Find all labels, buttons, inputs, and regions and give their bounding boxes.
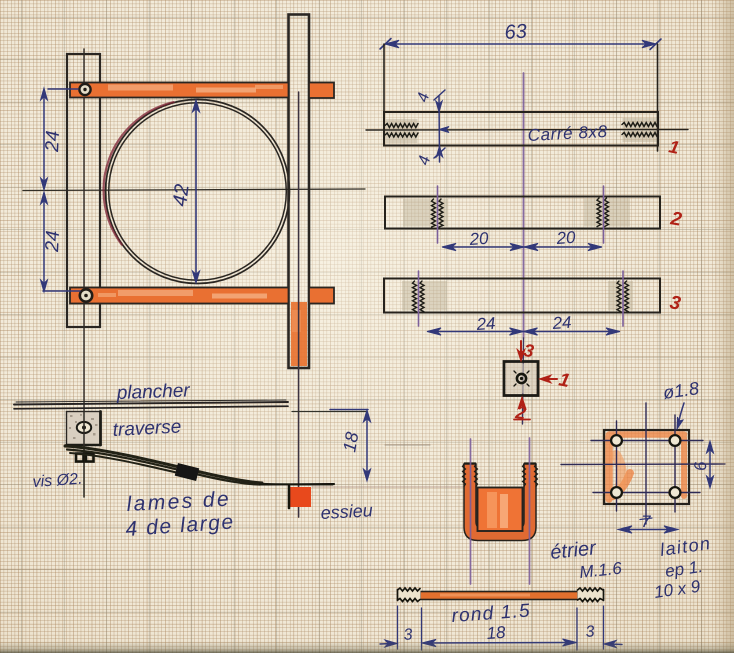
svg-text:7: 7 (641, 512, 651, 531)
svg-text:4: 4 (414, 91, 433, 104)
svg-text:essieu: essieu (320, 500, 373, 523)
svg-text:3: 3 (585, 623, 595, 641)
svg-text:24: 24 (42, 230, 64, 253)
svg-text:20: 20 (555, 228, 577, 248)
svg-text:3: 3 (668, 292, 682, 315)
svg-text:Carré 8x8: Carré 8x8 (527, 122, 608, 145)
svg-text:42: 42 (169, 183, 194, 208)
svg-text:ø1.8: ø1.8 (662, 378, 700, 403)
svg-text:étrier: étrier (549, 537, 598, 564)
svg-text:63: 63 (504, 20, 528, 43)
svg-text:3: 3 (403, 626, 413, 644)
svg-text:M.1.6: M.1.6 (578, 559, 623, 582)
svg-text:24: 24 (42, 130, 64, 153)
svg-text:4: 4 (415, 154, 434, 167)
svg-text:1: 1 (667, 136, 681, 158)
svg-text:24: 24 (551, 313, 572, 333)
svg-text:plancher: plancher (115, 380, 190, 404)
svg-text:vis Ø2.: vis Ø2. (32, 471, 83, 491)
svg-text:traverse: traverse (112, 416, 182, 441)
svg-text:2: 2 (513, 402, 527, 423)
svg-text:3: 3 (522, 340, 535, 361)
svg-text:20: 20 (468, 229, 490, 249)
svg-text:lames de: lames de (126, 488, 231, 516)
svg-text:18: 18 (339, 430, 362, 453)
svg-text:1: 1 (557, 369, 572, 392)
svg-text:2: 2 (668, 208, 683, 231)
svg-text:24: 24 (475, 314, 496, 334)
svg-text:6: 6 (691, 460, 711, 472)
svg-text:18: 18 (486, 623, 507, 643)
